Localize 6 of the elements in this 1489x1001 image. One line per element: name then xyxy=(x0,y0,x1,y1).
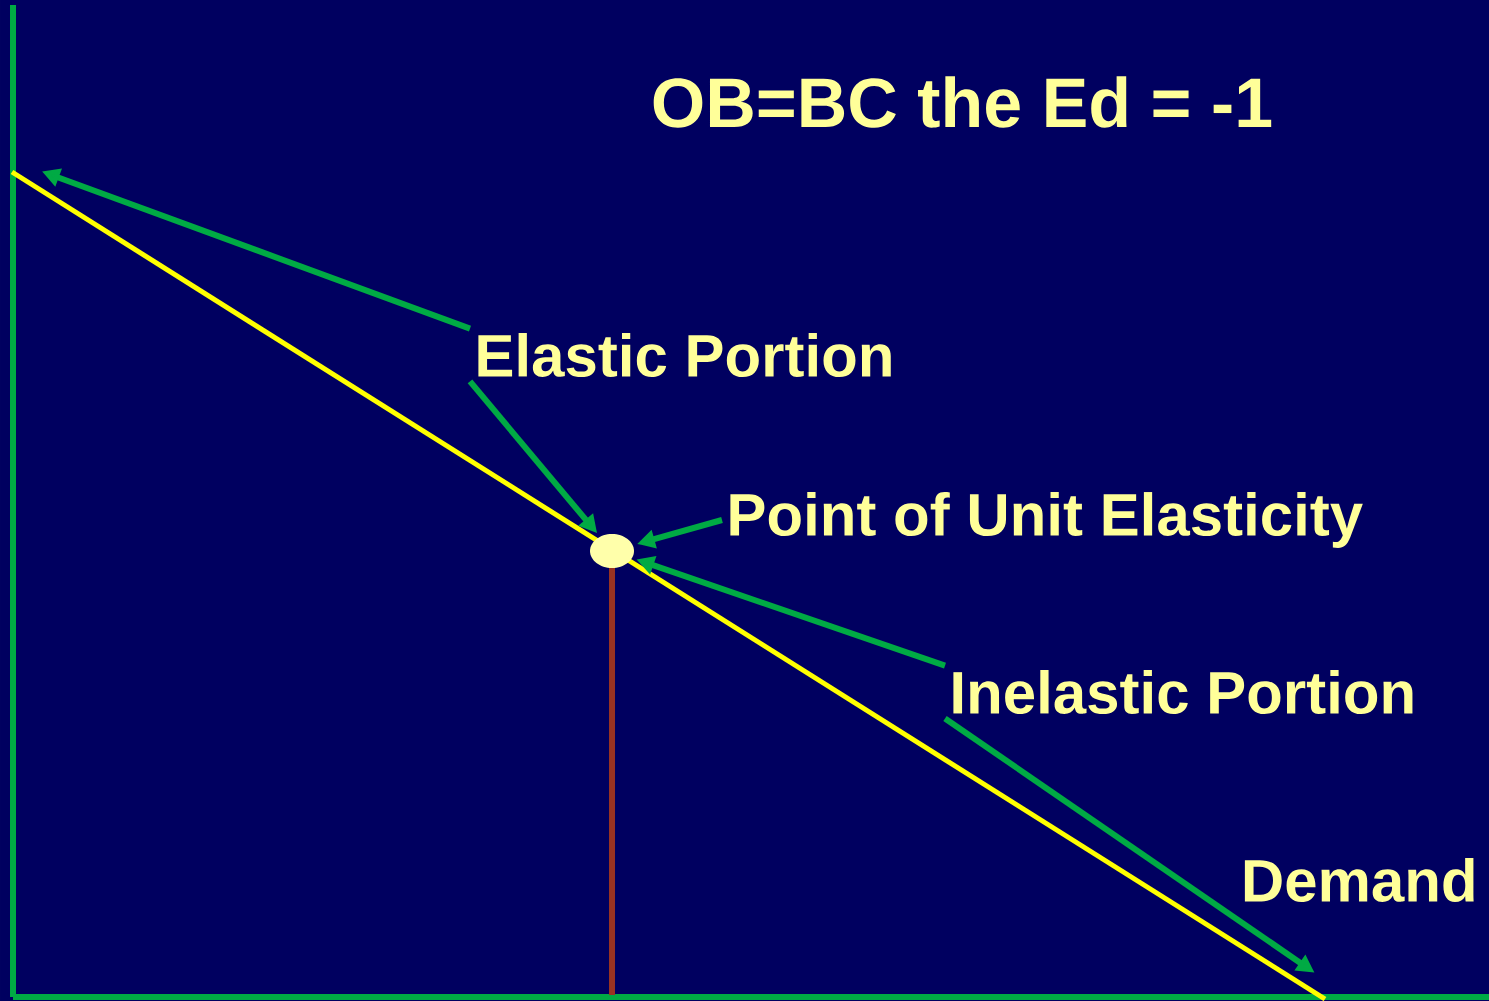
portion-label: Elastic Portion xyxy=(478,333,891,378)
title: OB=BC the Ed = -1 xyxy=(653,76,1272,128)
unit-elasticity-point xyxy=(590,534,634,568)
portion-label: Inelastic Portion xyxy=(953,670,1413,715)
point-label: Point of Unit Elasticity xyxy=(730,492,1363,548)
curve-label: Demand xyxy=(1244,858,1474,903)
